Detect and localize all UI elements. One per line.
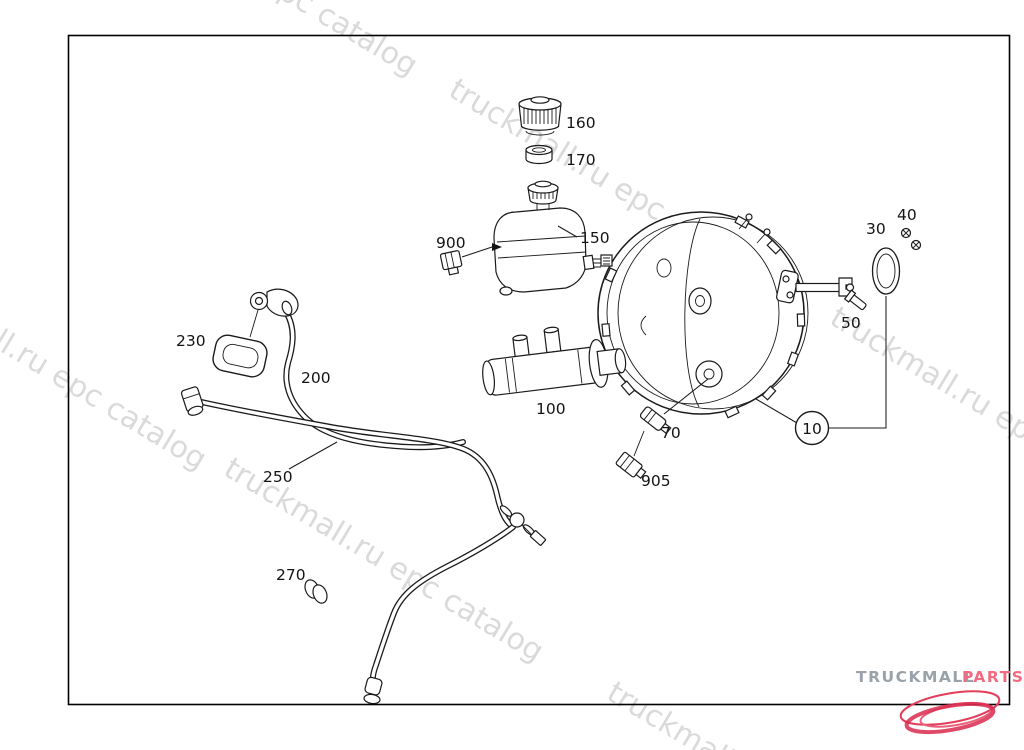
bolts-40-part (900, 227, 922, 251)
master-cylinder-100-part (482, 326, 627, 396)
callout-label-200: 200 (301, 369, 331, 387)
leader-250 (288, 441, 338, 470)
arrowhead-icon (492, 243, 502, 251)
watermark-text: truckmall.ru epc catalog (92, 0, 424, 83)
callout-label-170: 170 (566, 151, 596, 169)
watermark-text: truckmall.ru epc catalog (824, 300, 1024, 518)
logo-brand-text: TRUCKMALL (856, 668, 975, 686)
callout-label-50: 50 (841, 314, 861, 332)
hose-elbow-fitting-part (180, 386, 204, 416)
hose-end-fitting-part (363, 676, 383, 705)
clip-270-part (304, 579, 328, 604)
logo-swoosh-icon (899, 690, 1001, 735)
callout-label-40: 40 (897, 206, 917, 224)
cap-160-part (518, 96, 562, 136)
leader-150 (557, 225, 578, 238)
callout-label-150: 150 (580, 229, 610, 247)
callout-labels: 160 170 150 900 30 40 50 10 70 905 100 2… (176, 114, 917, 584)
callout-10-reference (755, 296, 887, 446)
reservoir-150-part (493, 207, 613, 296)
diagram-frame (67, 34, 1011, 706)
level-sensor-900-part (439, 243, 502, 276)
callout-label-30: 30 (866, 220, 886, 238)
bracket-230-part (212, 334, 268, 378)
reservoir-cap-part (527, 180, 559, 210)
bolt-50-part (843, 289, 867, 311)
callout-label-100: 100 (536, 400, 566, 418)
hose-clamp-part (249, 288, 299, 338)
callout-label-10: 10 (802, 420, 822, 438)
callout-circle-10 (794, 410, 830, 446)
seal-170-part (525, 144, 553, 165)
callout-label-70: 70 (661, 424, 681, 442)
logo: TRUCKMALL PARTS (856, 668, 1024, 735)
callout-label-160: 160 (566, 114, 596, 132)
logo-suffix-text: PARTS (962, 668, 1024, 686)
wing-bolt-part (499, 505, 547, 546)
callout-label-250: 250 (263, 468, 293, 486)
callout-label-230: 230 (176, 332, 206, 350)
callout-label-905: 905 (641, 472, 671, 490)
vacuum-sensor-70-part (639, 378, 709, 435)
hose-250-part (194, 398, 516, 691)
hose-200-part (283, 309, 466, 451)
gasket-30-part (871, 247, 901, 295)
watermark-text: truckmall.ru epc catalog (0, 259, 213, 477)
callout-label-900: 900 (436, 234, 466, 252)
connector-905-part (615, 430, 647, 480)
pushrod-clevis-part (775, 269, 855, 304)
watermark-text: truckmall.ru epc catalog (601, 675, 933, 750)
brake-booster-part (597, 211, 809, 419)
callout-label-270: 270 (276, 566, 306, 584)
